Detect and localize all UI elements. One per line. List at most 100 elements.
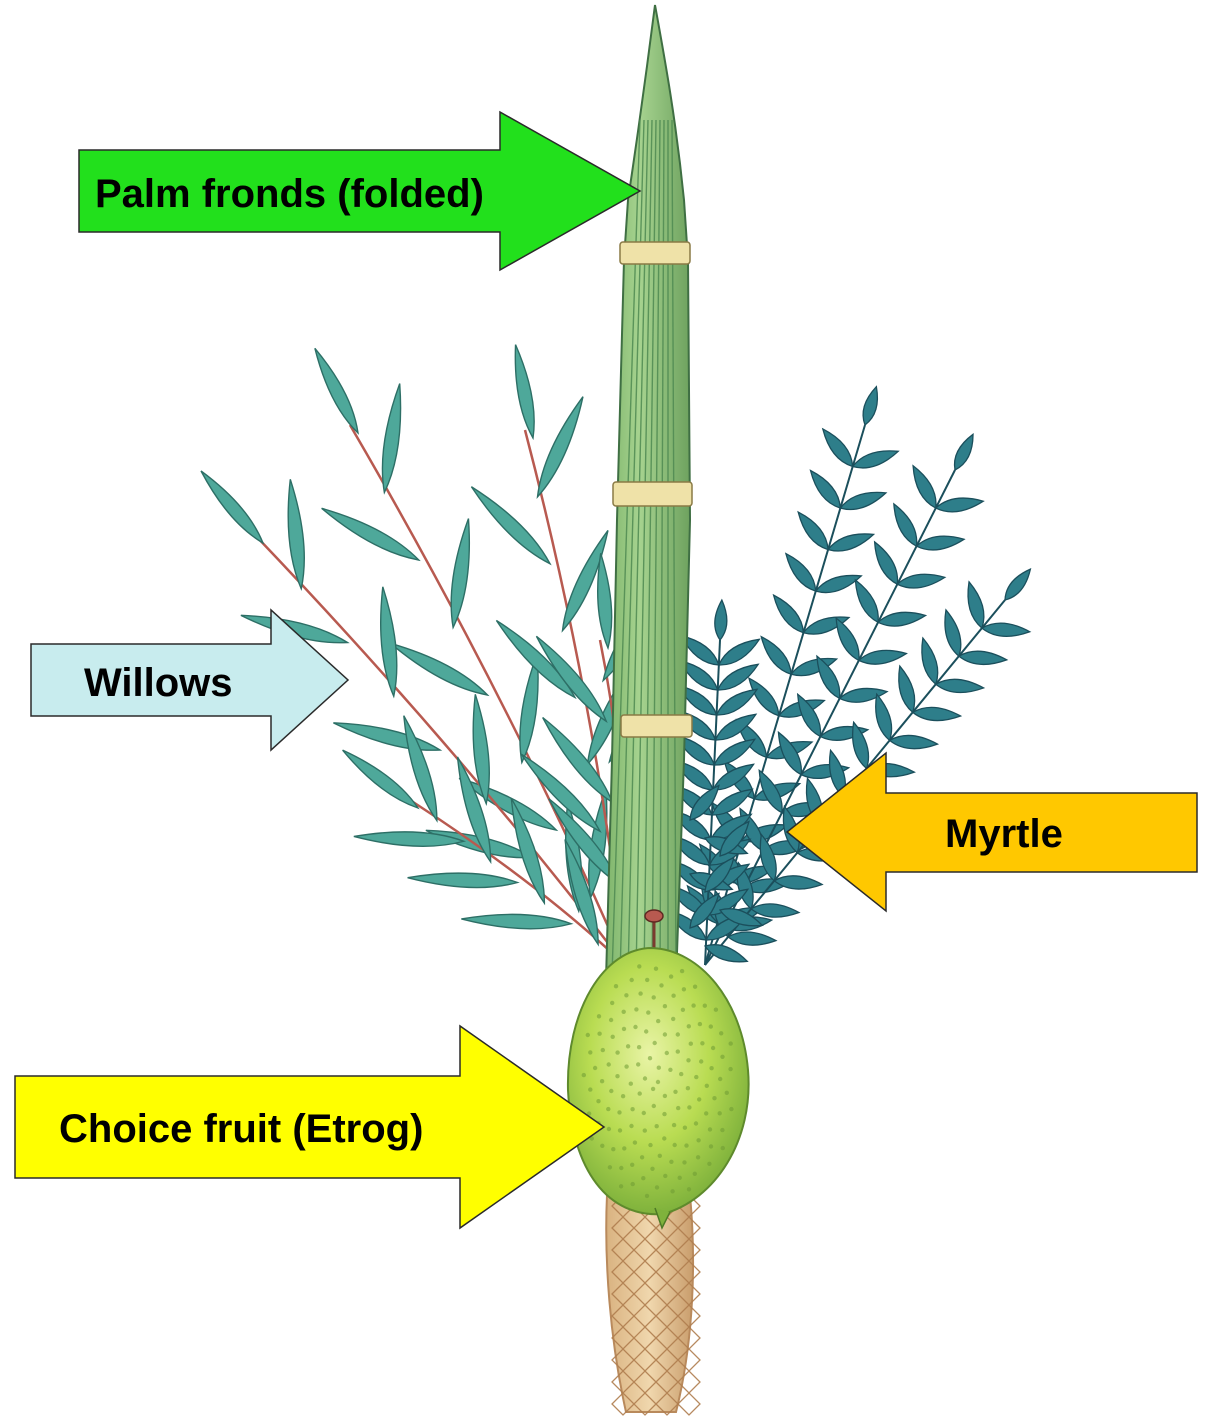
etrog-texture-dot <box>607 1062 611 1066</box>
etrog-texture-dot <box>609 1018 613 1022</box>
etrog-texture-dot <box>680 969 684 973</box>
etrog-texture-dot <box>624 1064 628 1068</box>
etrog-texture-dot <box>676 1032 680 1036</box>
palm-binding <box>613 482 692 506</box>
etrog-texture-dot <box>663 1004 667 1008</box>
myrtle-leaf <box>945 610 961 656</box>
myrtle-leaf <box>1005 569 1030 600</box>
etrog-texture-dot <box>643 1076 647 1080</box>
willow-leaf <box>515 345 534 438</box>
etrog-texture-dot <box>615 1050 619 1054</box>
myrtle-leaf <box>917 536 965 550</box>
willow-leaf <box>471 487 550 564</box>
etrog-texture-dot <box>630 978 634 982</box>
etrog-texture-dot <box>662 1112 666 1116</box>
myrtle-leaf <box>859 650 907 664</box>
etrog-texture-dot <box>648 1056 652 1060</box>
willow-leaf <box>315 348 358 433</box>
myrtle-leaf <box>823 429 853 467</box>
willow-leaf <box>333 723 440 750</box>
etrog-texture-dot <box>681 1008 685 1012</box>
etrog-texture-dot <box>621 1094 625 1098</box>
etrog-texture-dot <box>671 1017 675 1021</box>
myrtle-leaf <box>876 694 892 740</box>
etrog-texture-dot <box>650 1167 654 1171</box>
etrog-texture-dot <box>711 1046 715 1050</box>
etrog-texture-dot <box>638 991 642 995</box>
etrog-texture-dot <box>686 1086 690 1090</box>
etrog-texture-dot <box>698 1022 702 1026</box>
etrog-texture-dot <box>631 1182 635 1186</box>
etrog-texture-dot <box>640 1155 644 1159</box>
etrog-texture-dot <box>676 1106 680 1110</box>
etrog-texture-dot <box>721 1146 725 1150</box>
myrtle-leaf <box>717 689 758 715</box>
etrog-texture-dot <box>626 1044 630 1048</box>
etrog-texture-dot <box>643 1128 647 1132</box>
etrog-texture-dot <box>729 1041 733 1045</box>
etrog-texture-dot <box>622 1146 626 1150</box>
willow-leaf <box>390 643 487 695</box>
etrog-texture-dot <box>636 1062 640 1066</box>
etrog-texture-dot <box>622 1027 626 1031</box>
etrog-texture-dot <box>673 1090 677 1094</box>
willow-leaf <box>461 914 571 928</box>
myrtle-leaf <box>897 574 945 588</box>
etrog-texture-dot <box>693 1172 697 1176</box>
myrtle-leaf <box>894 504 917 546</box>
etrog-texture-dot <box>656 1080 660 1084</box>
myrtle-leaf <box>712 789 753 815</box>
willow-leaf <box>451 519 469 628</box>
etrog-texture-dot <box>699 1059 703 1063</box>
etrog-texture-dot <box>718 1111 722 1115</box>
myrtle-leaf <box>761 637 791 675</box>
etrog-texture-dot <box>728 1067 732 1071</box>
willows-label: Willows <box>84 661 233 705</box>
etrog-texture-dot <box>705 1084 709 1088</box>
etrog-fruit <box>568 948 749 1228</box>
etrog-texture-dot <box>703 1004 707 1008</box>
etrog-texture-dot <box>648 1143 652 1147</box>
etrog-texture-dot <box>644 1029 648 1033</box>
etrog-arrow: Choice fruit (Etrog) <box>15 1026 604 1228</box>
willow-leaf <box>201 471 263 543</box>
etrog-texture-dot <box>615 1074 619 1078</box>
willow-leaf <box>408 873 518 887</box>
etrog-texture-dot <box>658 1154 662 1158</box>
etrog-texture-dot <box>593 1066 597 1070</box>
willow-leaf <box>520 654 538 763</box>
etrog-texture-dot <box>654 967 658 971</box>
etrog-texture-dot <box>729 1107 733 1111</box>
etrog-texture-dot <box>651 1087 655 1091</box>
etrog-texture-dot <box>618 1128 622 1132</box>
etrog-texture-dot <box>670 1189 674 1193</box>
etrog-texture-dot <box>709 1144 713 1148</box>
myrtle-leaf <box>936 679 984 692</box>
etrog-texture-dot <box>673 1143 677 1147</box>
etrog-texture-dot <box>679 1072 683 1076</box>
etrog-texture-dot <box>652 995 656 999</box>
etrog-texture-dot <box>669 974 673 978</box>
etrog-texture-dot <box>655 1185 659 1189</box>
willow-leaf <box>381 587 397 696</box>
etrog-texture-dot <box>619 1166 623 1170</box>
etrog-texture-dot <box>634 1007 638 1011</box>
etrog-texture-dot <box>662 1136 666 1140</box>
myrtle-leaf <box>968 582 984 628</box>
etrog-texture-dot <box>656 1019 660 1023</box>
etrog-texture-dot <box>608 1165 612 1169</box>
myrtle-leaf <box>855 580 878 622</box>
myrtle-arrow: Myrtle <box>787 753 1197 911</box>
myrtle-leaf <box>922 638 938 684</box>
etrog-texture-dot <box>588 1087 592 1091</box>
etrog-texture-dot <box>687 1105 691 1109</box>
myrtle-leaf <box>719 639 760 665</box>
etrog-texture-dot <box>709 1024 713 1028</box>
etrog-texture-dot <box>629 1082 633 1086</box>
etrog-texture-dot <box>671 994 675 998</box>
etrog-texture-dot <box>689 1042 693 1046</box>
myrtle-leaf <box>863 387 877 425</box>
myrtle-leaf <box>836 618 859 660</box>
etrog-texture-dot <box>687 1187 691 1191</box>
